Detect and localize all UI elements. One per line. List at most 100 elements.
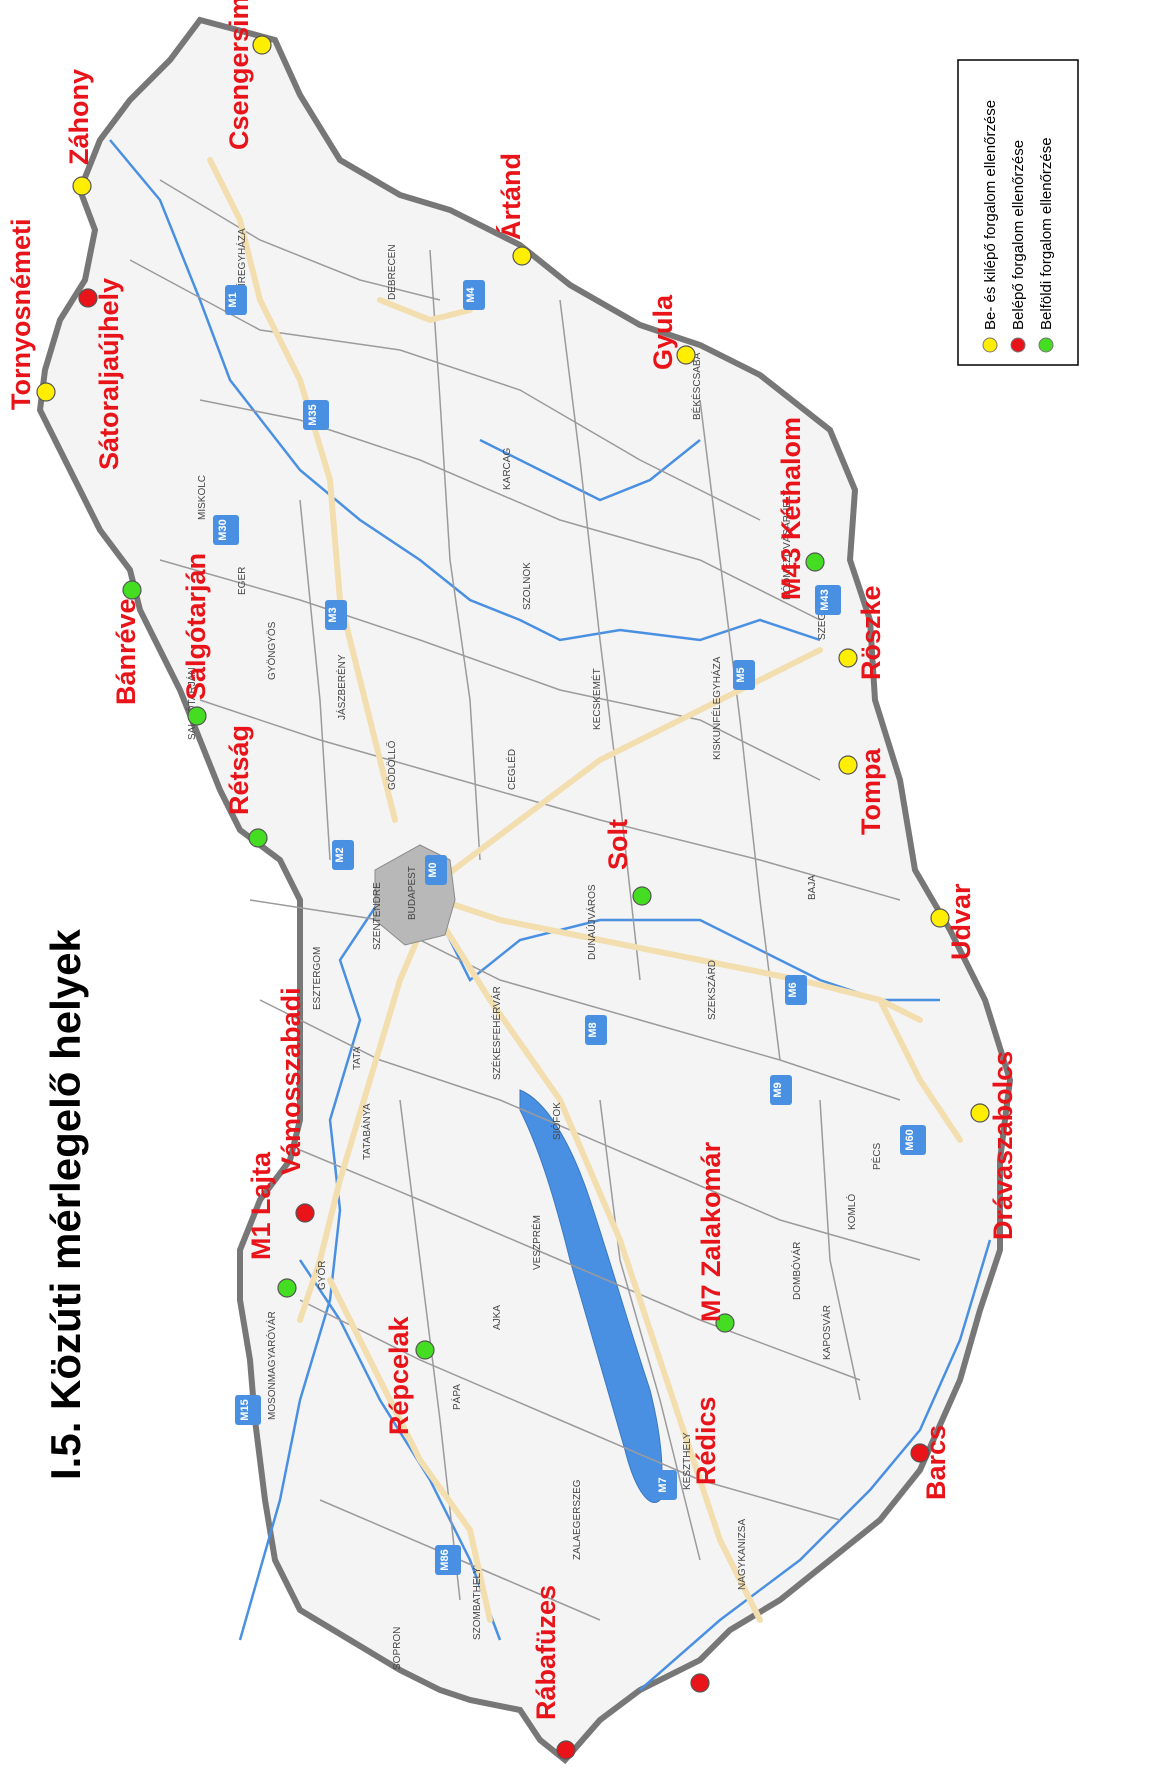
- road-m86: [327, 1277, 493, 1623]
- station-label: Solt: [603, 819, 633, 870]
- city-label: KESZTHELY: [682, 1432, 693, 1490]
- secondary-roads: [129, 179, 921, 1621]
- road-m3-debrecen: [377, 297, 473, 324]
- legend-swatch-red: [1010, 337, 1026, 353]
- city-label: JÁSZBERÉNY: [335, 654, 348, 720]
- city-label: DEBRECEN: [387, 244, 398, 300]
- city-label: BAJA: [807, 875, 818, 900]
- motorway-shield: M7: [655, 1470, 677, 1500]
- station-red: Barcs: [910, 1425, 951, 1500]
- motorway-shield: M3: [325, 600, 347, 630]
- legend-label: Belföldi forgalom ellenőrzése: [1038, 137, 1055, 330]
- svg-text:M6: M6: [787, 982, 799, 997]
- station-yellow: Tompa: [838, 748, 886, 835]
- station-marker: [295, 1203, 315, 1223]
- svg-text:M3: M3: [327, 607, 339, 622]
- station-marker: [930, 908, 950, 928]
- city-label: NAGYKANIZSA: [737, 1519, 748, 1590]
- motorway-shield: M43: [815, 585, 841, 615]
- svg-text:M43: M43: [819, 589, 831, 610]
- station-marker: [415, 1340, 435, 1360]
- station-green: Salgótarján: [181, 553, 211, 726]
- station-label: Répcelak: [384, 1315, 414, 1435]
- station-yellow: Drávaszabolcs: [970, 1051, 1018, 1240]
- city-label: MOSONMAGYARÓVÁR: [265, 1311, 278, 1420]
- station-yellow: Gyula: [648, 294, 696, 370]
- legend-box: [957, 59, 1079, 366]
- city-label: KISKUNFÉLEGYHÁZA: [710, 656, 723, 760]
- legend-label: Belépő forgalom ellenőrzése: [1010, 140, 1027, 330]
- station-green: M7 Zalakomár: [696, 1141, 735, 1333]
- city-label: PÁPA: [450, 1384, 463, 1410]
- city-label: KOMLÓ: [845, 1194, 858, 1230]
- legend-swatch-yellow: [982, 337, 998, 353]
- country-outline: [36, 16, 1014, 1765]
- station-green: M1 Lajta: [246, 1151, 297, 1298]
- motorway-shield: M30: [213, 515, 239, 545]
- city-label: DUNAÚJVÁROS: [585, 884, 598, 960]
- motorway-shield: M6: [785, 975, 807, 1005]
- svg-text:M8: M8: [587, 1022, 599, 1037]
- svg-text:M4: M4: [465, 286, 477, 302]
- station-label: Tornyosnémeti: [6, 218, 36, 410]
- city-label: KAPOSVÁR: [820, 1305, 833, 1360]
- motorway-shields: M1 M3 M4 M5 M6 M7 M0 M2 M8 M9 M15 M35 M3…: [213, 280, 926, 1575]
- svg-text:M35: M35: [307, 404, 319, 425]
- city-label: PÉCS: [870, 1142, 883, 1170]
- road-m1: [297, 907, 433, 1323]
- motorway-shield: M2: [332, 840, 354, 870]
- station-marker: [187, 706, 207, 726]
- station-red: Vámosszabadi: [276, 987, 315, 1223]
- svg-text:M1: M1: [227, 292, 239, 307]
- station-yellow: Udvar: [930, 883, 976, 960]
- road-m5: [437, 647, 823, 883]
- station-marker: [838, 755, 858, 775]
- station-marker: [248, 828, 268, 848]
- station-yellow: Ártánd: [495, 153, 532, 266]
- station-marker: [676, 345, 696, 365]
- city-label: ZALAEGERSZEG: [572, 1479, 583, 1560]
- station-marker: [690, 1673, 710, 1693]
- station-marker: [805, 552, 825, 572]
- river-raba: [298, 1259, 502, 1641]
- svg-text:M5: M5: [735, 667, 747, 682]
- station-marker: [715, 1313, 735, 1333]
- station-marker: [838, 648, 858, 668]
- station-marker: [512, 246, 532, 266]
- legend-item: Belföldi forgalom ellenőrzése: [1038, 137, 1055, 353]
- city-label: NYÍREGYHÁZA: [235, 228, 248, 300]
- station-marker: [36, 382, 56, 402]
- motorway-shield: M1: [225, 285, 247, 315]
- station-yellow: Röszke: [838, 585, 886, 680]
- station-label: Záhony: [64, 69, 94, 165]
- svg-text:M30: M30: [217, 519, 229, 540]
- river-koros: [479, 438, 701, 502]
- station-green: Répcelak: [384, 1315, 435, 1435]
- station-yellow: Csengersima: [224, 0, 272, 150]
- station-marker: [72, 176, 92, 196]
- svg-text:M15: M15: [239, 1399, 251, 1420]
- city-label: GYÖNGYÖS: [266, 621, 278, 680]
- station-green: M43 Kéthalom: [776, 417, 825, 600]
- city-label: SZEGED: [817, 599, 828, 640]
- motorway-shield: M60: [900, 1125, 926, 1155]
- svg-text:M2: M2: [334, 847, 346, 862]
- station-marker: [78, 288, 98, 308]
- station-label: M43 Kéthalom: [776, 417, 806, 600]
- station-label: Rétság: [224, 725, 254, 815]
- city-label: KARCAG: [502, 448, 513, 490]
- station-red: Sátoraljaújhely: [78, 278, 124, 470]
- station-yellow: Záhony: [64, 69, 94, 196]
- station-label: Barcs: [921, 1425, 951, 1500]
- city-labels: DEBRECEN NYÍREGYHÁZA MISKOLC EGER SZOLNO…: [185, 228, 883, 1670]
- station-red: Rábafüzes: [531, 1585, 576, 1760]
- city-label: TATA: [352, 1046, 363, 1070]
- svg-text:M7: M7: [657, 1477, 669, 1492]
- motorway-shield: M9: [770, 1075, 792, 1105]
- motorway-shield: M86: [435, 1545, 461, 1575]
- city-label: MISKOLC: [197, 475, 208, 520]
- station-marker: [122, 580, 142, 600]
- city-label: SZEKSZÁRD: [705, 960, 718, 1020]
